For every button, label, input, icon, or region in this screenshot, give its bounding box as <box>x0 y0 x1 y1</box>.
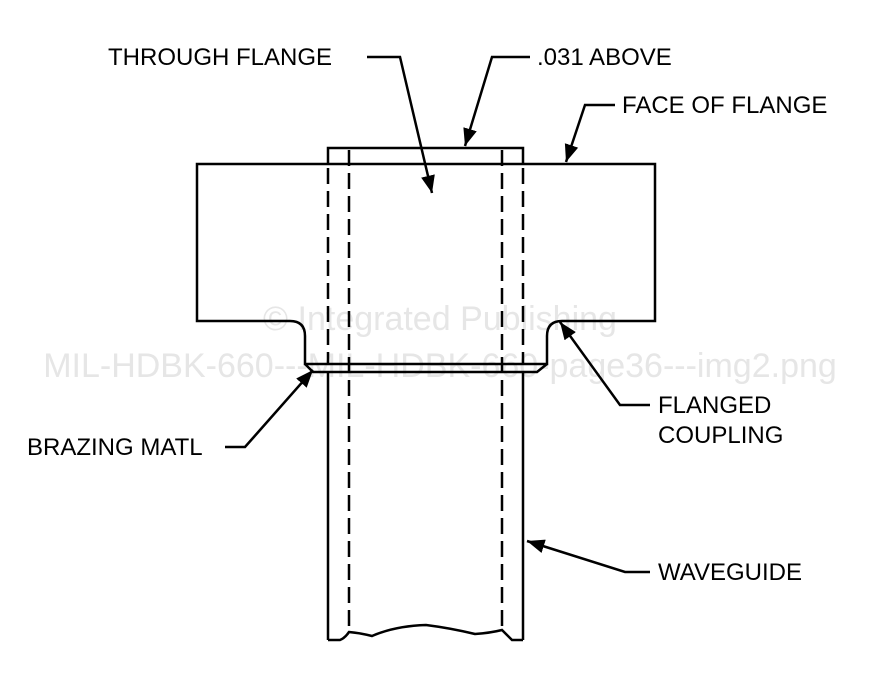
leader-flanged-coupling <box>558 321 650 407</box>
label-coupling: COUPLING <box>658 422 783 449</box>
waveguide-top <box>326 146 525 164</box>
watermark-line1: © Integrated Publishing <box>263 300 617 338</box>
leader-brazing <box>225 369 314 449</box>
label-through-flange: THROUGH FLANGE <box>108 44 332 71</box>
leader-face-of-flange <box>564 103 615 163</box>
label-flanged: FLANGED <box>658 392 771 419</box>
leader-031-above <box>463 55 530 147</box>
label-waveguide: WAVEGUIDE <box>658 559 802 586</box>
watermark-line2: MIL-HDBK-660---MIL-HDBK-660-page36---img… <box>43 347 837 385</box>
leader-waveguide <box>526 539 650 574</box>
brazing-material <box>304 363 548 374</box>
label-face-of-flange: FACE OF FLANGE <box>622 92 827 119</box>
label-brazing-matl: BRAZING MATL <box>27 434 203 461</box>
break-line <box>328 623 523 642</box>
leader-through-flange <box>367 55 435 194</box>
label-031-above: .031 ABOVE <box>537 44 672 71</box>
